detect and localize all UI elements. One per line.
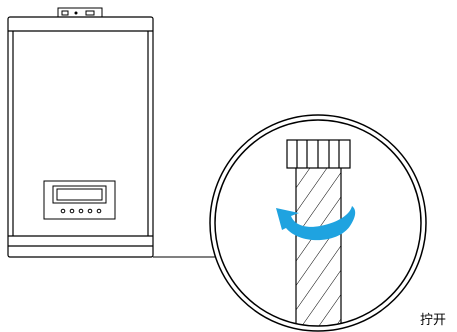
boiler-body xyxy=(7,16,154,258)
control-button xyxy=(60,208,66,214)
control-button xyxy=(69,208,75,214)
lcd-display-icon xyxy=(52,185,107,204)
control-button xyxy=(87,208,93,214)
control-button xyxy=(96,208,102,214)
boiler-icon xyxy=(7,16,154,258)
control-panel xyxy=(43,180,116,220)
pipe-nut-icon xyxy=(286,139,351,169)
rotate-arrow-icon xyxy=(276,206,356,241)
caption-label: 拧开 xyxy=(420,313,447,328)
detail-zoom xyxy=(209,114,427,332)
control-button xyxy=(78,208,84,214)
pipe xyxy=(295,166,342,326)
mounting-bracket xyxy=(57,7,103,18)
